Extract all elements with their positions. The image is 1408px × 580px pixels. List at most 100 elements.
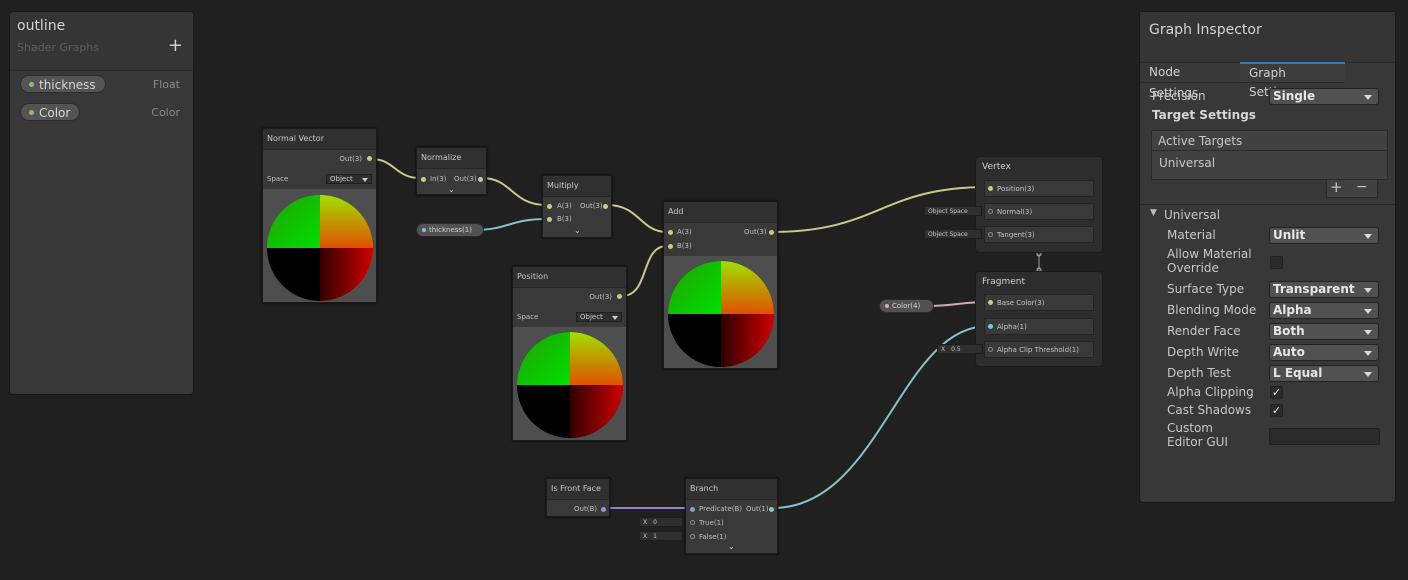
- tangent-space-input[interactable]: Object Space: [924, 229, 982, 239]
- port-dot-icon[interactable]: [617, 294, 622, 299]
- custom-editor-gui-field[interactable]: [1269, 428, 1380, 445]
- block-position[interactable]: Position(3): [984, 180, 1094, 197]
- port-dot-icon: [422, 228, 426, 232]
- input-port-b[interactable]: B(3): [677, 242, 692, 250]
- target-item-universal[interactable]: Universal: [1159, 156, 1216, 170]
- wire-thickness-to-multiply: [473, 218, 547, 231]
- port-dot-icon[interactable]: [690, 534, 695, 539]
- port-dot-icon[interactable]: [547, 217, 552, 222]
- node-normal-vector[interactable]: Normal Vector Out(3) Space Object: [262, 128, 377, 303]
- node-add[interactable]: Add A(3) B(3) Out(3): [663, 201, 778, 369]
- port-dot-icon[interactable]: [601, 507, 606, 512]
- port-dot-icon[interactable]: [769, 507, 774, 512]
- port-dot-icon[interactable]: [547, 204, 552, 209]
- block-normal[interactable]: Normal(3): [984, 203, 1094, 220]
- chevron-down-icon: [1364, 351, 1372, 356]
- property-node-thickness[interactable]: thickness(1): [416, 223, 484, 237]
- universal-section-title[interactable]: Universal: [1164, 208, 1221, 222]
- tab-node-settings[interactable]: Node Settings: [1140, 62, 1240, 100]
- input-port-predicate[interactable]: Predicate(B): [699, 505, 742, 513]
- output-port[interactable]: Out(3): [454, 175, 477, 183]
- chevron-down-icon[interactable]: ⌄: [728, 542, 735, 551]
- wire-add-to-vertex: [770, 186, 989, 233]
- preview-sphere: [267, 195, 373, 301]
- fragment-context[interactable]: Fragment Base Color(3) Alpha(1) Alpha Cl…: [975, 271, 1103, 367]
- cast-shadows-checkbox[interactable]: ✓: [1270, 404, 1283, 417]
- port-dot-icon[interactable]: [769, 230, 774, 235]
- float-type-icon: [29, 82, 34, 87]
- alpha-clipping-checkbox[interactable]: ✓: [1270, 386, 1283, 399]
- property-name: Color: [39, 106, 71, 120]
- blending-mode-dropdown[interactable]: Alpha: [1269, 302, 1379, 319]
- block-alpha[interactable]: Alpha(1): [984, 318, 1094, 335]
- section-collapse-icon[interactable]: ▼: [1150, 208, 1157, 218]
- chevron-down-icon: [1364, 372, 1372, 377]
- chevron-down-icon: [1364, 309, 1372, 314]
- port-dot-icon[interactable]: [367, 156, 372, 161]
- output-port[interactable]: Out(B): [574, 505, 597, 513]
- vertex-context[interactable]: Vertex Position(3) Normal(3) Tangent(3): [975, 156, 1103, 253]
- port-dot-icon: [988, 300, 993, 305]
- property-thickness[interactable]: thickness: [20, 75, 106, 93]
- output-port[interactable]: Out(3): [589, 293, 612, 301]
- port-dot-icon[interactable]: [690, 507, 695, 512]
- node-title: Branch: [686, 479, 777, 500]
- depth-test-dropdown[interactable]: L Equal: [1269, 365, 1379, 382]
- remove-target-button[interactable]: −: [1356, 179, 1368, 195]
- port-dot-icon[interactable]: [668, 230, 673, 235]
- wire-normalize-to-multiply: [481, 177, 547, 206]
- port-dot-icon[interactable]: [421, 177, 426, 182]
- wire-branch-to-alpha: [772, 325, 989, 509]
- block-alpha-clip[interactable]: Alpha Clip Threshold(1): [984, 341, 1094, 358]
- surface-type-dropdown[interactable]: Transparent: [1269, 281, 1379, 298]
- node-is-front-face[interactable]: Is Front Face Out(B): [546, 478, 610, 517]
- chevron-down-icon[interactable]: ⌄: [448, 185, 455, 194]
- property-color[interactable]: Color: [20, 103, 81, 121]
- port-dot-icon[interactable]: [668, 244, 673, 249]
- node-multiply[interactable]: Multiply A(3) B(3) Out(3) ⌄: [542, 175, 612, 238]
- output-port[interactable]: Out(1): [746, 505, 769, 513]
- allow-material-override-checkbox[interactable]: [1270, 256, 1283, 269]
- active-targets-header: Active Targets: [1158, 134, 1243, 148]
- port-dot-icon: [885, 304, 889, 308]
- blackboard-subtitle: Shader Graphs: [17, 41, 99, 54]
- chevron-down-icon[interactable]: ⌄: [574, 226, 581, 235]
- blending-mode-label: Blending Mode: [1167, 303, 1257, 317]
- normal-space-input[interactable]: Object Space: [924, 206, 982, 216]
- section-divider: [1140, 204, 1395, 205]
- render-face-dropdown[interactable]: Both: [1269, 323, 1379, 340]
- add-target-button[interactable]: +: [1330, 178, 1343, 196]
- port-dot-icon: [988, 209, 993, 214]
- space-dropdown[interactable]: Object: [576, 312, 622, 322]
- material-dropdown[interactable]: Unlit: [1269, 227, 1379, 244]
- add-property-button[interactable]: +: [167, 35, 183, 56]
- port-dot-icon[interactable]: [690, 520, 695, 525]
- block-base-color[interactable]: Base Color(3): [984, 294, 1094, 311]
- node-branch[interactable]: Branch Predicate(B) True(1) False(1) Out…: [685, 478, 778, 554]
- input-port-false[interactable]: False(1): [699, 533, 727, 541]
- input-port-true[interactable]: True(1): [699, 519, 724, 527]
- depth-write-dropdown[interactable]: Auto: [1269, 344, 1379, 361]
- input-port[interactable]: In(3): [430, 175, 447, 183]
- input-port-a[interactable]: A(3): [557, 202, 572, 210]
- space-dropdown[interactable]: Object: [326, 174, 372, 184]
- output-port[interactable]: Out(3): [580, 202, 603, 210]
- blackboard-panel: outline Shader Graphs + thickness Float …: [9, 11, 194, 395]
- block-tangent[interactable]: Tangent(3): [984, 226, 1094, 243]
- node-position[interactable]: Position Out(3) Space Object: [512, 266, 627, 441]
- property-node-color[interactable]: Color(4): [879, 299, 934, 313]
- port-dot-icon[interactable]: [603, 204, 608, 209]
- tab-graph-settings[interactable]: Graph Settings: [1240, 62, 1345, 99]
- input-port-b[interactable]: B(3): [557, 215, 572, 223]
- precision-dropdown[interactable]: Single: [1269, 88, 1379, 105]
- node-normalize[interactable]: Normalize In(3) Out(3) ⌄: [416, 147, 487, 195]
- active-targets-list: Active Targets Universal: [1151, 130, 1388, 180]
- chevron-down-icon: [1364, 234, 1372, 239]
- output-port[interactable]: Out(3): [339, 155, 362, 163]
- output-port[interactable]: Out(3): [744, 228, 767, 236]
- port-dot-icon[interactable]: [478, 177, 483, 182]
- input-port-a[interactable]: A(3): [677, 228, 692, 236]
